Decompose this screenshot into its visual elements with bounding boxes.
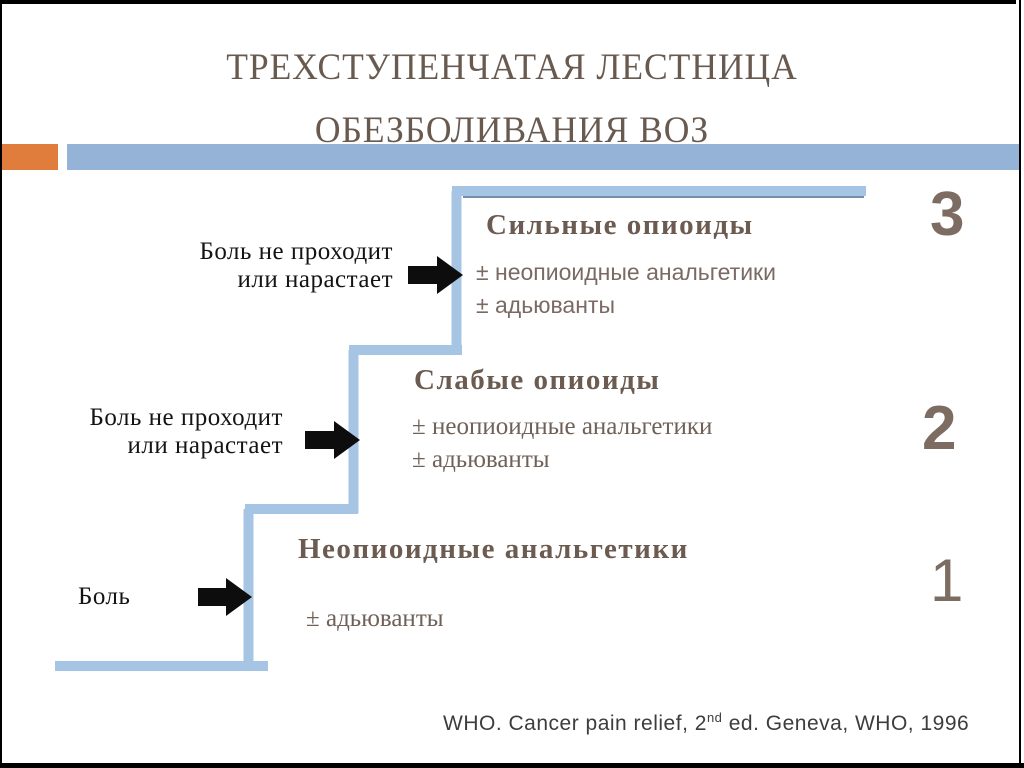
frame-bottom-line <box>0 763 1024 768</box>
step3-subline-2: ± адьюванты <box>476 292 615 318</box>
accent-orange-block <box>2 144 58 170</box>
step1-sublines: ± адьюванты <box>306 602 444 635</box>
step3-sublines: ± неопиоидные анальгетики ± адьюванты <box>476 256 776 322</box>
arrow-label-step3: Боль не проходит или нарастает <box>200 238 394 294</box>
arrow-label-step1-line1: Боль <box>78 583 131 610</box>
arrow-step2-icon <box>305 421 360 459</box>
step2-sublines: ± неопиоидные анальгетики ± адьюванты <box>412 410 712 476</box>
step2-title: Слабые опиоиды <box>414 364 661 396</box>
arrow-label-step3-line1: Боль не проходит <box>199 238 393 265</box>
step2-subline-1: ± неопиоидные анальгетики <box>412 413 713 440</box>
step1-number: 1 <box>930 547 964 614</box>
step1-title: Неопиоидные анальгетики <box>298 533 689 565</box>
frame-left-line <box>0 0 2 768</box>
arrow-step1-icon <box>198 578 252 616</box>
accent-blue-band <box>67 144 1019 170</box>
frame-right-line <box>1019 0 1021 768</box>
title-line-1: ТРЕХСТУПЕНЧАТАЯ ЛЕСТНИЦА <box>226 47 798 88</box>
citation: WHO. Cancer pain relief, 2nd ed. Geneva,… <box>443 710 969 736</box>
arrow-label-step2-line1: Боль не проходит <box>89 404 283 431</box>
step1-subline-1: ± адьюванты <box>306 605 444 632</box>
arrow-label-step2-line2: или нарастает <box>127 432 283 459</box>
arrow-label-step2: Боль не проходит или нарастает <box>90 404 284 460</box>
step2-number: 2 <box>922 394 957 463</box>
citation-text-after: ed. Geneva, WHO, 1996 <box>722 712 970 735</box>
step3-subline-1: ± неопиоидные анальгетики <box>476 259 776 285</box>
arrow-label-step3-line2: или нарастает <box>237 266 393 293</box>
citation-superscript: nd <box>706 710 723 725</box>
step3-title: Сильные опиоиды <box>486 209 754 241</box>
frame-top-line <box>0 0 1016 4</box>
arrow-label-step1: Боль <box>78 583 130 611</box>
step2-subline-2: ± адьюванты <box>412 446 550 473</box>
arrow-step3-icon <box>408 256 463 294</box>
step3-number: 3 <box>930 180 965 249</box>
staircase-line <box>55 186 866 671</box>
citation-text-before: WHO. Cancer pain relief, 2 <box>443 712 707 735</box>
